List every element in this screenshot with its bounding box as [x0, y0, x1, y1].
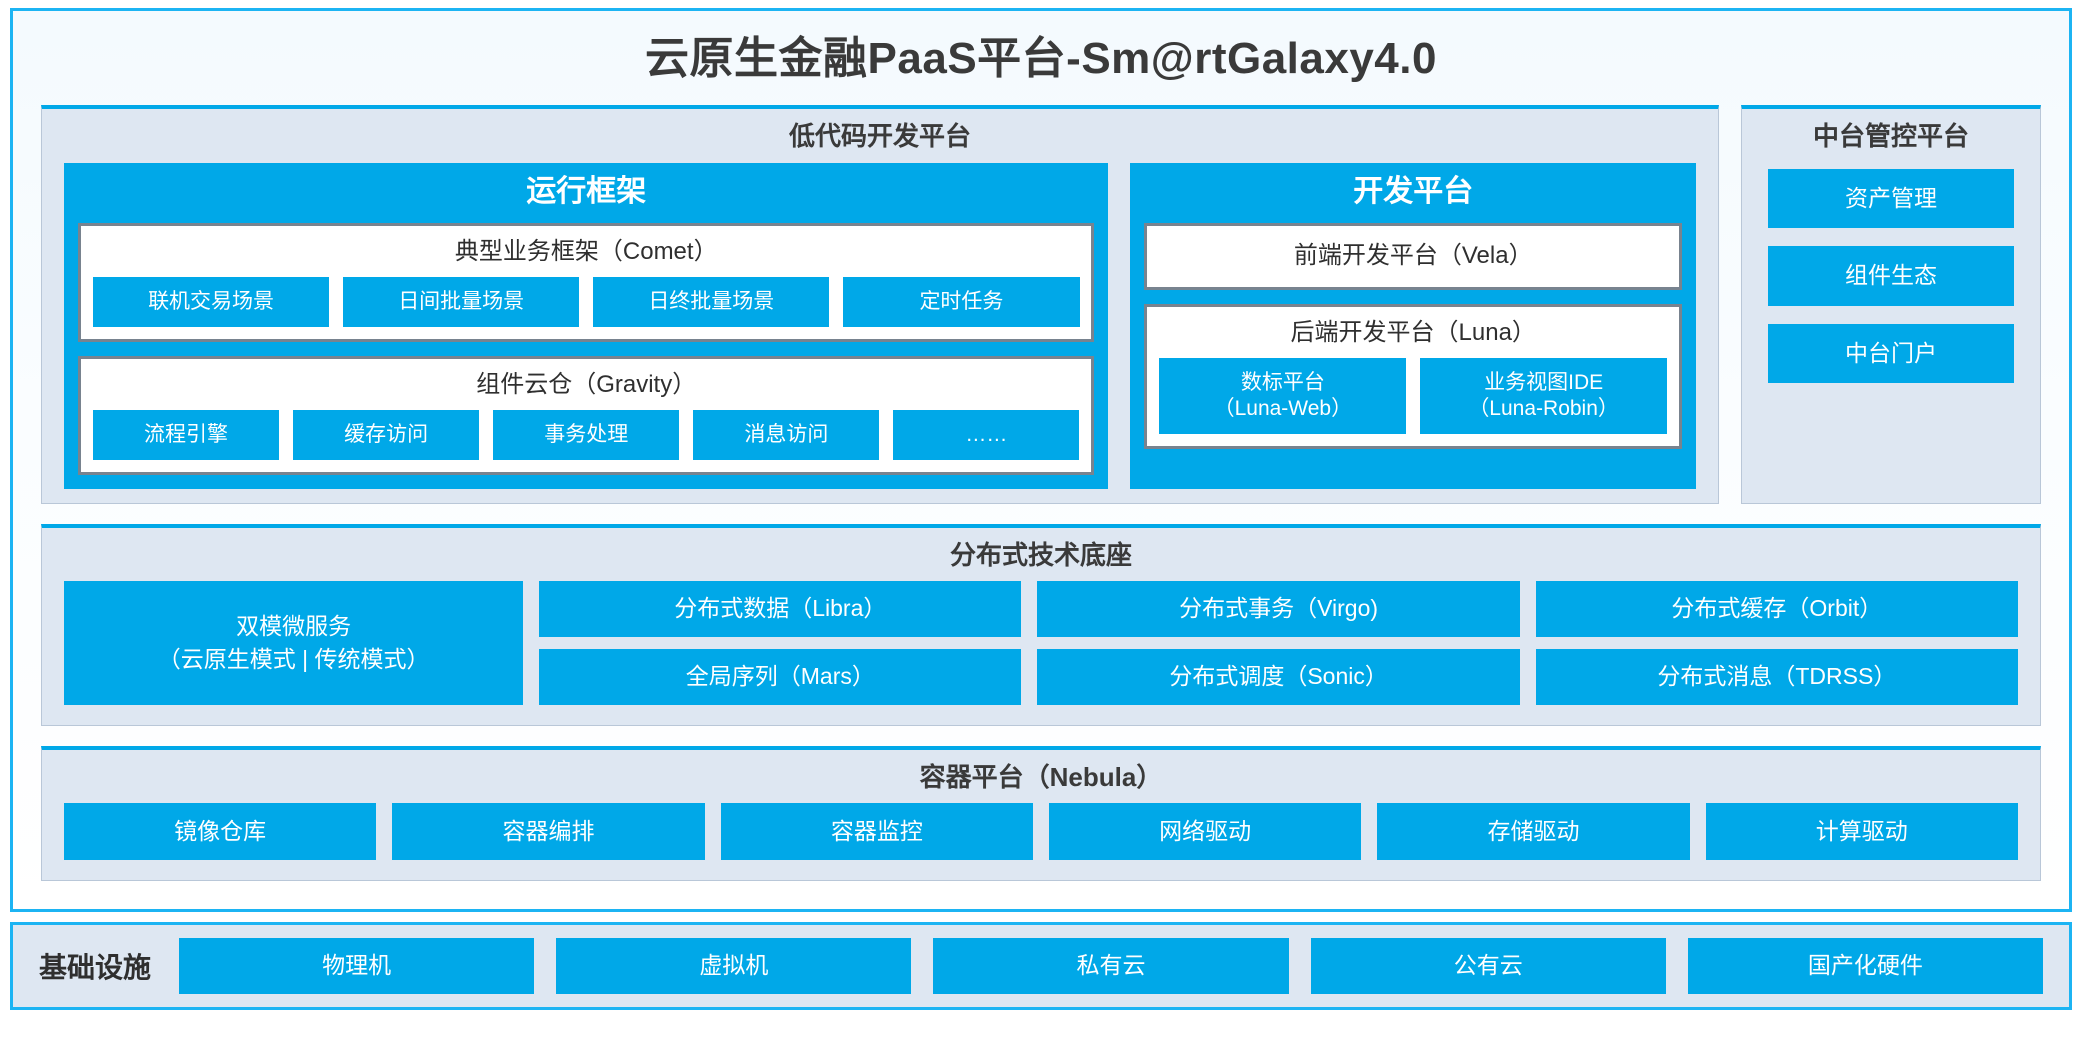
distributed-item-tdrss[interactable]: 分布式消息（TDRSS） [1535, 648, 2018, 705]
frontend-platform-vela[interactable]: 前端开发平台（Vela） [1144, 223, 1682, 290]
container-item-storage-driver[interactable]: 存储驱动 [1377, 802, 1690, 861]
backend-platform-luna-title: 后端开发平台（Luna） [1290, 318, 1536, 346]
comet-item-eod-batch[interactable]: 日终批量场景 [593, 276, 830, 328]
development-platform-title: 开发平台 [1353, 174, 1474, 208]
lowcode-platform-title: 低代码开发平台 [788, 121, 971, 152]
page-title: 云原生金融PaaS平台-Sm@rtGalaxy4.0 [645, 34, 1437, 83]
infrastructure-item-private-cloud[interactable]: 私有云 [933, 938, 1289, 994]
luna-chip-row: 数标平台 （Luna-Web） 业务视图IDE （Luna-Robin） [1159, 357, 1667, 435]
comet-chip-row: 联机交易场景 日间批量场景 日终批量场景 定时任务 [93, 276, 1080, 328]
development-platform-body: 前端开发平台（Vela） 后端开发平台（Luna） 数标平台 （Luna-Web… [1130, 223, 1696, 475]
infrastructure-item-virtual-machine[interactable]: 虚拟机 [556, 938, 912, 994]
container-item-network-driver[interactable]: 网络驱动 [1048, 802, 1362, 861]
luna-robin-sublabel: （Luna-Robin） [1468, 396, 1619, 420]
top-row: 低代码开发平台 运行框架 典型业务框架（Comet） 联机交易场景 日间批量场景 [41, 105, 2041, 505]
comet-box: 典型业务框架（Comet） 联机交易场景 日间批量场景 日终批量场景 定时任务 [78, 223, 1095, 343]
platform-main-frame: 云原生金融PaaS平台-Sm@rtGalaxy4.0 低代码开发平台 运行框架 … [10, 8, 2072, 912]
dual-mode-microservice-card[interactable]: 双模微服务 （云原生模式 | 传统模式） [64, 581, 524, 705]
distributed-item-sonic[interactable]: 分布式调度（Sonic） [1037, 648, 1520, 705]
distributed-base-title: 分布式技术底座 [949, 540, 1132, 571]
container-item-monitoring[interactable]: 容器监控 [720, 802, 1033, 861]
comet-item-online-transaction[interactable]: 联机交易场景 [93, 276, 330, 328]
runtime-framework-card: 运行框架 典型业务框架（Comet） 联机交易场景 日间批量场景 日终批量场景 … [64, 162, 1109, 490]
gravity-item-process-engine[interactable]: 流程引擎 [93, 409, 280, 461]
midplatform-list: 资产管理 组件生态 中台门户 [1768, 163, 2014, 482]
gravity-chip-row: 流程引擎 缓存访问 事务处理 消息访问 …… [93, 409, 1080, 461]
luna-web-sublabel: （Luna-Web） [1213, 396, 1353, 420]
runtime-framework-title: 运行框架 [526, 174, 647, 208]
development-platform-card: 开发平台 前端开发平台（Vela） 后端开发平台（Luna） 数标平台 （Lun… [1130, 162, 1696, 490]
lowcode-platform-body: 运行框架 典型业务框架（Comet） 联机交易场景 日间批量场景 日终批量场景 … [42, 162, 1718, 490]
luna-web-label: 数标平台 [1240, 370, 1325, 394]
distributed-base-body: 双模微服务 （云原生模式 | 传统模式） 分布式数据（Libra） 全局序列（M… [64, 581, 2018, 705]
runtime-framework-body: 典型业务框架（Comet） 联机交易场景 日间批量场景 日终批量场景 定时任务 [64, 223, 1108, 476]
infrastructure-item-physical-machine[interactable]: 物理机 [179, 938, 535, 994]
infrastructure-item-domestic-hardware[interactable]: 国产化硬件 [1687, 938, 2044, 994]
gravity-item-transaction-processing[interactable]: 事务处理 [493, 409, 680, 461]
distributed-column-1: 分布式数据（Libra） 全局序列（Mars） [539, 581, 1022, 705]
distributed-item-mars[interactable]: 全局序列（Mars） [539, 648, 1022, 705]
luna-robin-label: 业务视图IDE [1484, 370, 1604, 394]
container-platform-body: 镜像仓库 容器编排 容器监控 网络驱动 存储驱动 计算驱动 [64, 802, 2018, 861]
luna-item-luna-web[interactable]: 数标平台 （Luna-Web） [1159, 357, 1407, 435]
gravity-item-more-ellipsis[interactable]: …… [893, 409, 1080, 461]
distributed-item-libra[interactable]: 分布式数据（Libra） [539, 581, 1022, 637]
gravity-item-message-access[interactable]: 消息访问 [693, 409, 880, 461]
dual-mode-line1: 双模微服务 [236, 612, 352, 639]
luna-item-luna-robin[interactable]: 业务视图IDE （Luna-Robin） [1420, 357, 1667, 435]
comet-item-intraday-batch[interactable]: 日间批量场景 [343, 276, 580, 328]
midplatform-item-asset-management[interactable]: 资产管理 [1768, 168, 2014, 229]
midplatform-item-component-ecosystem[interactable]: 组件生态 [1768, 246, 2014, 306]
infrastructure-panel: 基础设施 物理机 虚拟机 私有云 公有云 国产化硬件 [10, 922, 2072, 1010]
distributed-item-virgo[interactable]: 分布式事务（Virgo) [1037, 581, 1520, 637]
comet-title: 典型业务框架（Comet） [454, 238, 718, 266]
gravity-box: 组件云仓（Gravity） 流程引擎 缓存访问 事务处理 消息访问 …… [78, 356, 1095, 476]
dual-mode-line2: （云原生模式 | 传统模式） [157, 645, 430, 672]
distributed-column-2: 分布式事务（Virgo) 分布式调度（Sonic） [1037, 581, 1520, 705]
container-platform-title: 容器平台（Nebula） [919, 761, 1163, 792]
distributed-item-orbit[interactable]: 分布式缓存（Orbit） [1535, 581, 2018, 637]
gravity-item-cache-access[interactable]: 缓存访问 [293, 409, 480, 461]
distributed-base-panel: 分布式技术底座 双模微服务 （云原生模式 | 传统模式） 分布式数据（Libra… [41, 524, 2041, 726]
gravity-title: 组件云仓（Gravity） [476, 371, 697, 399]
midplatform-title: 中台管控平台 [1812, 121, 1969, 152]
infrastructure-item-public-cloud[interactable]: 公有云 [1310, 938, 1666, 994]
comet-item-scheduled-task[interactable]: 定时任务 [843, 276, 1080, 328]
midplatform-item-portal[interactable]: 中台门户 [1768, 323, 2014, 384]
distributed-column-3: 分布式缓存（Orbit） 分布式消息（TDRSS） [1535, 581, 2018, 705]
container-platform-panel: 容器平台（Nebula） 镜像仓库 容器编排 容器监控 网络驱动 存储驱动 计算… [41, 745, 2041, 882]
lowcode-platform-panel: 低代码开发平台 运行框架 典型业务框架（Comet） 联机交易场景 日间批量场景 [41, 105, 1719, 505]
midplatform-panel: 中台管控平台 资产管理 组件生态 中台门户 [1741, 105, 2041, 505]
container-item-orchestration[interactable]: 容器编排 [392, 802, 705, 861]
container-item-compute-driver[interactable]: 计算驱动 [1705, 802, 2018, 861]
container-item-image-registry[interactable]: 镜像仓库 [64, 802, 377, 861]
backend-platform-luna-box: 后端开发平台（Luna） 数标平台 （Luna-Web） 业务视图IDE （Lu… [1144, 303, 1682, 450]
infrastructure-label: 基础设施 [39, 952, 152, 983]
